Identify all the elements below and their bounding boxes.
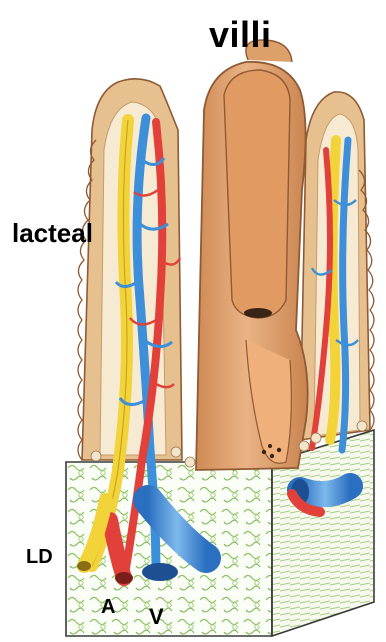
- villus-tip-opening: [244, 308, 272, 318]
- vein-label: V: [149, 604, 164, 630]
- villi-label: villi: [209, 14, 272, 56]
- lacteal-label: lacteal: [12, 218, 93, 249]
- ld-label: LD: [26, 546, 53, 569]
- artery-label: A: [101, 596, 115, 619]
- central-villus: [196, 40, 308, 470]
